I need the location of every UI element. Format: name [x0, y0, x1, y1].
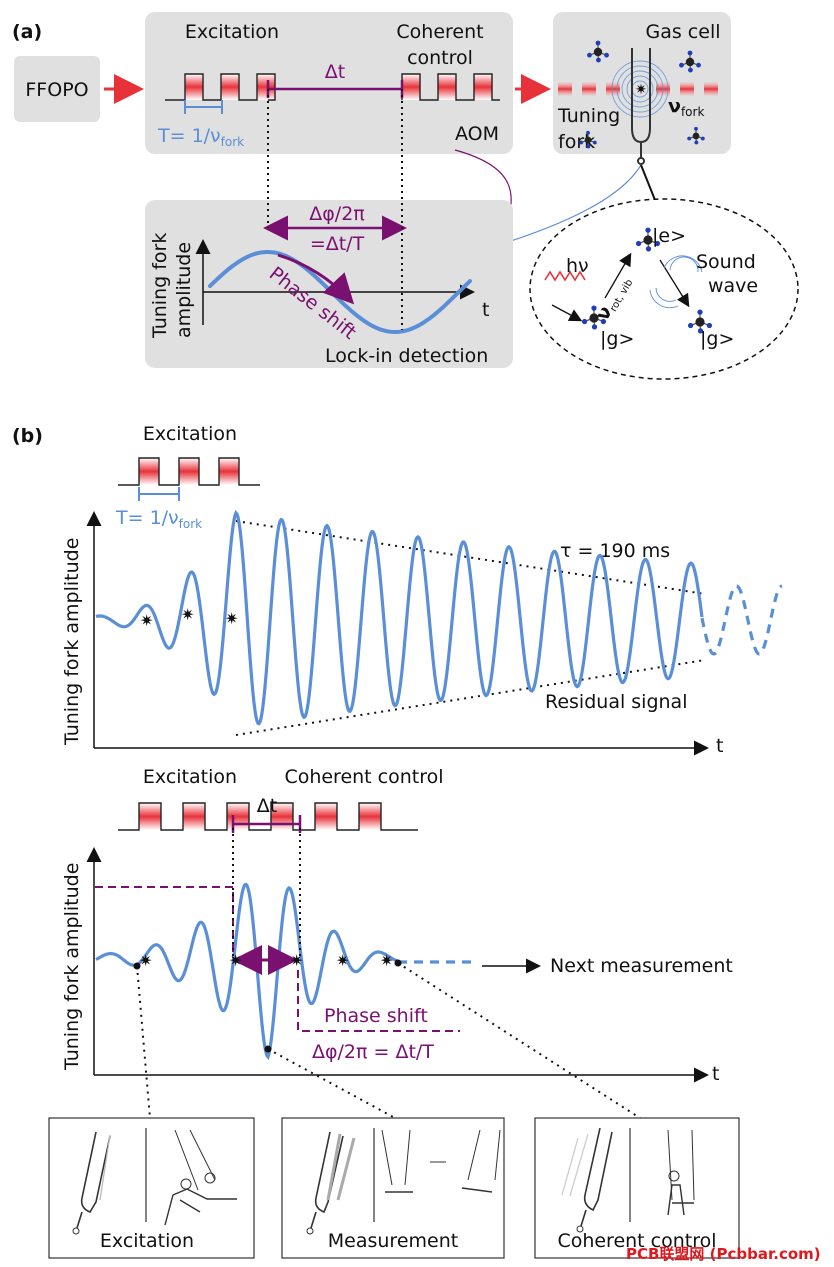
panel-a-tag: (a)	[12, 21, 42, 43]
energy-molecules	[581, 227, 713, 334]
tuning-fork-icon	[631, 48, 651, 165]
excitation-pulses-a	[165, 73, 276, 101]
lockin-ylabel-1: Tuning fork	[149, 233, 171, 339]
aom-label: AOM	[455, 123, 499, 145]
photon-wave-icon	[544, 270, 586, 282]
swing-pair-sketch	[667, 1184, 694, 1216]
watermark: PCB联盟网 (Pcbbar.com)	[626, 1245, 821, 1263]
lockin-box	[145, 200, 513, 368]
period-label-a: T= 1/νfork	[157, 125, 244, 149]
ffopo-box	[14, 56, 100, 122]
b2-ylabel: Tuning fork amplitude	[61, 863, 83, 1071]
svg-text:✷: ✷	[181, 605, 194, 624]
phase-ratio-a-2: =Δt/T	[310, 233, 365, 255]
hv-label: hν	[566, 255, 589, 277]
sound-label-1: Sound	[696, 251, 756, 273]
g-state-label-2: |g>	[700, 328, 734, 350]
excitation-label-b2: Excitation	[143, 766, 237, 788]
inset-measurement: Measurement	[281, 1117, 505, 1259]
control-pulses-a	[401, 73, 500, 101]
sound-rings-icon	[611, 60, 669, 118]
excitation-label-a: Excitation	[185, 21, 279, 43]
tuning-label-1: Tuning	[557, 105, 620, 127]
svg-text:✷: ✷	[140, 611, 153, 630]
period-label-b: T= 1/νfork	[115, 507, 202, 531]
phase-guide-lower	[297, 970, 460, 1032]
fork-sketch-icon-2	[314, 1131, 344, 1214]
inset-label-1: Excitation	[100, 1230, 194, 1252]
delta-t-label-a: Δt	[325, 61, 345, 83]
decay-curve-tail	[700, 584, 783, 656]
phase-guide-upper	[95, 886, 234, 958]
svg-text:✷: ✷	[225, 609, 238, 628]
inset-label-3: Coherent control	[557, 1230, 716, 1252]
excitation-pulses-b1	[118, 457, 260, 486]
inset-coherent-control: Coherent control	[534, 1117, 740, 1259]
nu-fork-label: νfork	[668, 95, 704, 119]
b1-t-axis: t	[716, 735, 723, 757]
svg-text:✷: ✷	[290, 951, 303, 970]
fork-cable	[504, 164, 642, 244]
molecule-ellipse	[529, 198, 799, 380]
gas-cell-label: Gas cell	[646, 21, 721, 43]
fork-sketch-icon	[80, 1131, 111, 1213]
excitation-label-b1: Excitation	[143, 423, 237, 445]
panel-b-tag: (b)	[12, 425, 43, 447]
excitation-spark-icons: ✷ ✷ ✷	[140, 605, 238, 630]
coherent-label-a-2: control	[407, 47, 473, 69]
b1-ylabel: Tuning fork amplitude	[61, 538, 83, 746]
swing-sketch	[385, 1187, 493, 1193]
g-state-label-1: |g>	[600, 328, 634, 350]
decay-curve	[95, 509, 704, 726]
excitation-arrow	[604, 252, 632, 299]
sound-wave-arcs-icon	[649, 255, 703, 309]
control-spark-icons: ✷ ✷ ✷ ✷ ✷	[139, 951, 393, 970]
aom-box	[145, 12, 513, 154]
lockin-label: Lock-in detection	[325, 345, 488, 367]
lockin-ylabel-2: amplitude	[173, 242, 195, 338]
b2-t-axis: t	[712, 1063, 719, 1085]
phase-shift-arrow-a	[277, 253, 355, 305]
coherent-label-a-1: Coherent	[396, 21, 483, 43]
phase-ratio-b: Δφ/2π = Δt/T	[312, 1041, 434, 1063]
residual-label: Residual signal	[545, 691, 687, 713]
coherent-label-b2: Coherent control	[284, 766, 443, 788]
zoom-line	[640, 164, 656, 201]
inset-excitation: Excitation	[48, 1117, 255, 1259]
next-label: Next measurement	[550, 955, 733, 977]
spark-icon: ✷	[635, 82, 647, 98]
e-state-label: |e>	[652, 225, 686, 247]
phase-shift-label-b: Phase shift	[324, 1005, 428, 1027]
tuning-label-2: fork	[558, 131, 595, 153]
fork-sketch-icon-3	[583, 1127, 613, 1212]
delta-t-label-b: Δt	[257, 795, 277, 817]
svg-text:✷: ✷	[336, 951, 349, 970]
svg-text:✷: ✷	[380, 951, 393, 970]
gas-molecules	[579, 40, 705, 149]
svg-text:✷: ✷	[229, 951, 242, 970]
ffopo-label: FFOPO	[25, 79, 88, 101]
control-curve	[95, 882, 399, 1061]
laser-beam-dashes	[558, 82, 718, 96]
inset-label-2: Measurement	[328, 1230, 458, 1252]
sound-label-2: wave	[708, 275, 758, 297]
tau-label: τ = 190 ms	[560, 540, 670, 562]
svg-text:✷: ✷	[139, 951, 152, 970]
phase-ratio-a-1: Δφ/2π	[309, 203, 364, 225]
lockin-t-axis: t	[482, 299, 489, 321]
